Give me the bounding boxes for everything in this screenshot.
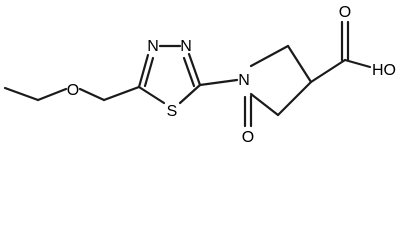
atom-oxygen-ether: O bbox=[67, 82, 79, 99]
structure-diagram: O N N S N O O HO bbox=[3, 4, 396, 146]
bond-ch-ch2b bbox=[276, 80, 313, 117]
bond-c2-n3-a bbox=[137, 53, 150, 89]
bond-ethyl-1 bbox=[3, 86, 40, 102]
atom-sulfur: S bbox=[167, 103, 178, 120]
bond-ch2-ch bbox=[286, 44, 313, 84]
bonds bbox=[3, 20, 372, 128]
bond-n4-c5-a bbox=[187, 52, 202, 87]
bond-acid-oh bbox=[343, 58, 372, 69]
bond-c5-n bbox=[198, 78, 239, 87]
bond-ethyl-2 bbox=[36, 87, 68, 102]
atom-oxygen-acid-double: O bbox=[339, 4, 351, 21]
atom-nitrogen-ring-right: N bbox=[180, 38, 192, 55]
atom-labels: O N N S N O O HO bbox=[67, 4, 396, 146]
bond-ch2b-co bbox=[249, 92, 280, 117]
bond-c5-s bbox=[178, 83, 202, 105]
bond-s-c2 bbox=[137, 85, 166, 105]
atom-nitrogen-pyrrolidine: N bbox=[238, 72, 250, 89]
atom-oxygen-carbonyl: O bbox=[242, 129, 254, 146]
bond-n4-c5-b bbox=[182, 56, 196, 88]
bond-ether-right bbox=[102, 85, 141, 102]
atom-nitrogen-ring-left: N bbox=[147, 38, 159, 55]
atom-hydroxyl: HO bbox=[372, 62, 396, 79]
bond-ch-cooh bbox=[309, 58, 347, 84]
bond-c2-n3-b bbox=[143, 56, 155, 88]
bond-n-ch2 bbox=[249, 44, 290, 68]
bond-ether-left bbox=[78, 87, 106, 102]
